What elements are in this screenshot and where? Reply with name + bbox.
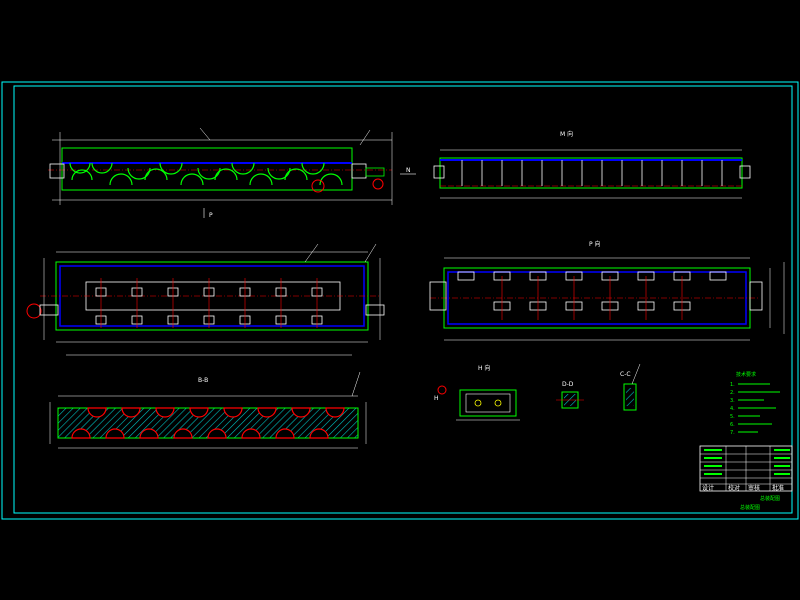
detail-h-view: [437, 385, 520, 421]
note-line: 1.: [730, 382, 735, 388]
note-line: 5.: [730, 414, 735, 420]
section-cc-view: [623, 363, 641, 411]
section-bb-title: B-B: [198, 377, 208, 384]
note-line: 7.: [730, 430, 735, 436]
view-h-title: H 向: [478, 364, 490, 372]
view-m: [433, 149, 751, 199]
main-title: 总装配图: [740, 504, 760, 511]
sig-cell-design: 设计: [702, 484, 714, 492]
section-dd-view: [556, 391, 584, 409]
title-block: 设计 校对 审核 批准: [699, 445, 793, 492]
sig-cell-check: 校对: [728, 484, 740, 492]
section-dd-title: D-D: [562, 381, 574, 388]
note-line: 6.: [730, 422, 735, 428]
technical-notes: 技术要求 1. 2. 3. 4. 5. 6. 7.: [730, 371, 780, 436]
sig-cell-review: 审核: [748, 484, 760, 492]
view-p-title: P 向: [589, 240, 601, 248]
view-n-marker: N: [406, 167, 411, 174]
sig-cell-approve: 批准: [772, 484, 784, 492]
plan-view: [26, 243, 385, 356]
note-line: 4.: [730, 406, 735, 412]
section-cc-title: C-C: [620, 371, 631, 378]
section-bb-view: [49, 371, 367, 449]
view-m-title: M 向: [560, 130, 573, 138]
view-p-ref: P: [209, 212, 213, 219]
view-p: [429, 257, 785, 341]
front-view-1: [48, 127, 393, 205]
note-line: 2.: [730, 390, 735, 396]
marker-h: H: [434, 395, 439, 402]
notes-heading: 技术要求: [736, 371, 756, 378]
drawing-border: [13, 85, 793, 514]
outer-sheet-frame: [1, 81, 799, 520]
drawing-name: 总装配图: [760, 495, 780, 502]
note-line: 3.: [730, 398, 735, 404]
